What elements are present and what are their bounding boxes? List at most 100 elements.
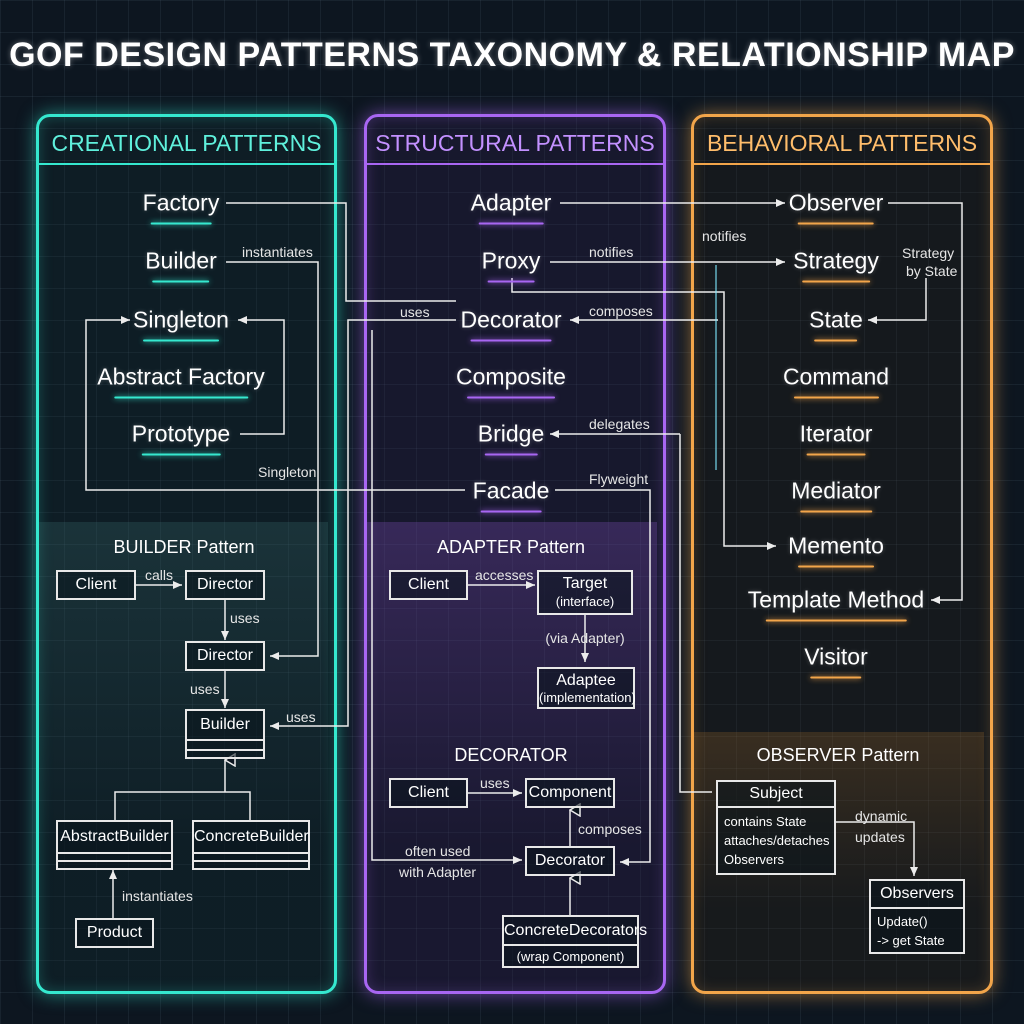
box-client-adapter[interactable]: Client (389, 570, 468, 600)
label-often-used: often used (405, 843, 471, 859)
label-accesses: accesses (475, 567, 534, 583)
label-uses-1: uses (230, 610, 260, 626)
box-product[interactable]: Product (75, 918, 154, 948)
observer-section-title: OBSERVER Pattern (756, 745, 920, 765)
creational-header: CREATIONAL PATTERNS (39, 117, 334, 165)
label-notifies-proxy: notifies (589, 244, 634, 260)
label-delegates: delegates (589, 416, 650, 432)
box-director-1[interactable]: Director (185, 570, 265, 600)
pattern-iterator[interactable]: Iterator (799, 420, 873, 456)
pattern-strategy[interactable]: Strategy (793, 247, 879, 283)
structural-column: STRUCTURAL PATTERNS (364, 114, 666, 994)
box-decorator[interactable]: Decorator (525, 846, 615, 876)
decorator-section-title: DECORATOR (454, 745, 568, 765)
structural-header: STRUCTURAL PATTERNS (367, 117, 663, 165)
label-uses-component: uses (480, 775, 510, 791)
pattern-composite[interactable]: Composite (456, 363, 566, 399)
pattern-state[interactable]: State (809, 306, 863, 342)
wire-factory-decorator (226, 202, 456, 302)
label-uses-decorator: uses (400, 304, 430, 320)
box-target-label: Target (562, 575, 608, 592)
wire-uses-builder (270, 319, 456, 730)
wire-prototype-singleton (238, 316, 285, 435)
box-concrete-decorators[interactable]: ConcreteDecorators (wrap Component) (502, 915, 647, 968)
pattern-observer[interactable]: Observer (788, 189, 884, 225)
page-title: GOF DESIGN PATTERNS TAXONOMY & RELATIONS… (9, 36, 1015, 74)
builder-section-title: BUILDER Pattern (113, 537, 255, 557)
box-concrete-builder[interactable]: ConcreteBuilder (192, 820, 310, 870)
box-subject-label: Subject (718, 782, 834, 808)
label-composes-decorator: composes (589, 303, 653, 319)
label-calls: calls (145, 567, 174, 583)
label-instantiates-product: instantiates (122, 888, 193, 904)
box-adaptee-sub: (implementation) (539, 690, 636, 705)
label-notifies-top: notifies (702, 228, 747, 244)
subject-line-3: Observers (724, 852, 784, 867)
label-uses-builder: uses (286, 709, 316, 725)
label-uses-2: uses (190, 681, 220, 697)
box-observers[interactable]: Observers Update() -> get State (869, 879, 965, 954)
pattern-mediator[interactable]: Mediator (791, 477, 881, 513)
pattern-prototype[interactable]: Prototype (131, 420, 231, 456)
label-with-adapter: with Adapter (399, 864, 477, 880)
uml-divider (187, 749, 263, 751)
label-strategy: Strategy (902, 245, 955, 261)
uml-divider (194, 860, 308, 862)
behavioral-header: BEHAVIORAL PATTERNS (694, 117, 990, 165)
pattern-command[interactable]: Command (782, 363, 890, 399)
box-adaptee-label: Adaptee (556, 672, 616, 689)
wire-observer-template (888, 202, 963, 604)
pattern-adapter[interactable]: Adapter (470, 189, 552, 225)
wire-strategy-state (868, 278, 927, 324)
label-singleton: Singleton (258, 464, 317, 480)
wire-decorator-adapter (371, 330, 522, 864)
wire-builder-director (226, 261, 319, 660)
wire-proxy-memento (511, 278, 776, 550)
box-subject-body: contains State attaches/detaches Observe… (718, 808, 834, 869)
wire-flyweight-decorator (555, 489, 651, 866)
box-subject[interactable]: Subject contains State attaches/detaches… (716, 780, 836, 875)
label-by-state: by State (906, 263, 958, 279)
uml-divider (187, 739, 263, 741)
pattern-abstract-factory[interactable]: Abstract Factory (97, 363, 265, 399)
adapter-section-title: ADAPTER Pattern (436, 537, 586, 557)
box-abstract-builder-label: AbstractBuilder (60, 828, 169, 845)
label-via-adapter: (via Adapter) (545, 630, 625, 646)
label-composes: composes (578, 821, 642, 837)
observers-line-1: Update() (877, 914, 928, 929)
uml-divider (194, 852, 308, 854)
pattern-builder[interactable]: Builder (145, 247, 217, 283)
wire-facade-singleton (85, 316, 465, 491)
wire-subject-observers (836, 821, 918, 876)
pattern-singleton[interactable]: Singleton (133, 306, 229, 342)
label-dynamic: dynamic (855, 808, 908, 824)
behavioral-column: BEHAVIORAL PATTERNS (691, 114, 993, 994)
pattern-memento[interactable]: Memento (788, 532, 884, 568)
wire-abstractbuilder-builder (114, 760, 251, 820)
wire-bridge-subject (550, 434, 712, 793)
box-director-2[interactable]: Director (185, 641, 265, 671)
box-adaptee[interactable]: Adaptee (implementation) (537, 667, 636, 709)
box-concrete-decorators-sub: (wrap Component) (504, 944, 637, 968)
box-target[interactable]: Target (interface) (537, 570, 633, 615)
box-observers-body: Update() -> get State (871, 909, 963, 950)
box-target-sub: (interface) (555, 594, 615, 609)
box-builder[interactable]: Builder (185, 709, 265, 759)
pattern-decorator[interactable]: Decorator (460, 306, 562, 342)
pattern-bridge[interactable]: Bridge (477, 420, 545, 456)
box-abstract-builder[interactable]: AbstractBuilder (56, 820, 173, 870)
box-client-builder[interactable]: Client (56, 570, 136, 600)
box-component[interactable]: Component (525, 778, 615, 808)
pattern-factory[interactable]: Factory (142, 189, 220, 225)
subject-line-1: contains State (724, 814, 807, 829)
pattern-facade[interactable]: Facade (472, 477, 550, 513)
observers-line-2: -> get State (877, 933, 945, 948)
pattern-visitor[interactable]: Visitor (804, 643, 868, 679)
pattern-proxy[interactable]: Proxy (481, 247, 541, 283)
pattern-template-method[interactable]: Template Method (747, 586, 925, 622)
box-client-decorator[interactable]: Client (389, 778, 468, 808)
label-instantiates: instantiates (242, 244, 313, 260)
label-flyweight: Flyweight (589, 471, 649, 487)
box-observers-label: Observers (871, 881, 963, 909)
